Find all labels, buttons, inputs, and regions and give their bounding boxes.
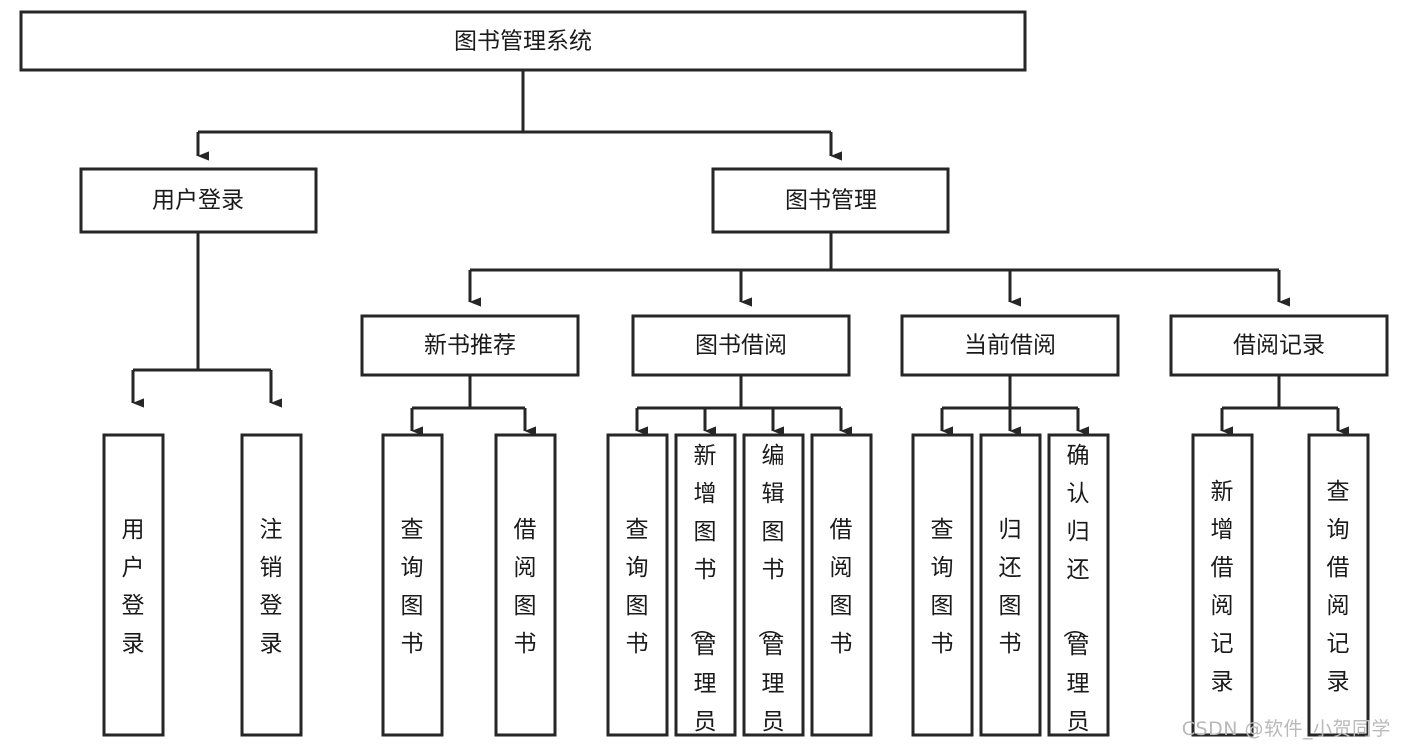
leaf-borrow-book-1[interactable]: 借阅图书 xyxy=(494,433,557,737)
leaf-user-logout-label: 注销登录 xyxy=(260,517,283,657)
leaf-query-book-3-label: 查询图书 xyxy=(931,517,954,657)
leaf-query-book-2[interactable]: 查询图书 xyxy=(606,433,669,737)
leaf-query-book-2-label: 查询图书 xyxy=(626,517,649,657)
connector-currentborrow-to-leaves xyxy=(940,375,1089,436)
leaf-user-logout[interactable]: 注销登录 xyxy=(240,433,303,737)
connector-bookmanage-to-level3 xyxy=(468,232,1290,307)
leaf-query-book-1-label: 查询图书 xyxy=(401,517,424,657)
node-book-borrow-label: 图书借阅 xyxy=(695,333,787,359)
connector-borrowrecord-to-leaves xyxy=(1220,375,1349,436)
leaf-confirm-return[interactable]: 确认归还（管理员） xyxy=(1047,433,1110,747)
leaf-borrow-book-2-label: 借阅图书 xyxy=(830,517,853,657)
leaf-borrow-book-1-label: 借阅图书 xyxy=(514,517,537,657)
leaf-return-book-label: 归还图书 xyxy=(999,517,1022,657)
connector-root-to-level2 xyxy=(196,70,842,161)
node-book-borrow[interactable]: 图书借阅 xyxy=(631,314,851,377)
node-root-label: 图书管理系统 xyxy=(454,29,592,55)
csdn-watermark: CSDN @软件_小贺同学 xyxy=(1181,718,1391,740)
node-new-book-recommend-label: 新书推荐 xyxy=(424,333,516,359)
leaf-user-login[interactable]: 用户登录 xyxy=(102,433,165,737)
connector-userlogin-to-leaves xyxy=(131,232,282,408)
leaf-query-book-3[interactable]: 查询图书 xyxy=(911,433,974,737)
node-current-borrow-label: 当前借阅 xyxy=(964,333,1056,359)
leaf-query-record[interactable]: 查询借阅记录 xyxy=(1307,433,1370,737)
node-root[interactable]: 图书管理系统 xyxy=(19,10,1027,72)
leaf-return-book[interactable]: 归还图书 xyxy=(979,433,1042,737)
leaf-add-record[interactable]: 新增借阅记录 xyxy=(1191,433,1254,737)
leaf-user-login-label: 用户登录 xyxy=(122,517,145,657)
connector-bookborrow-to-leaves xyxy=(635,375,852,436)
node-user-login[interactable]: 用户登录 xyxy=(79,167,318,234)
leaf-add-book-label: 新增图书（管理员） xyxy=(688,443,717,747)
node-new-book-recommend[interactable]: 新书推荐 xyxy=(360,314,580,377)
node-book-manage[interactable]: 图书管理 xyxy=(711,167,950,234)
node-book-manage-label: 图书管理 xyxy=(785,188,877,214)
leaf-query-book-1[interactable]: 查询图书 xyxy=(381,433,444,737)
leaf-edit-book-label: 编辑图书（管理员） xyxy=(756,443,785,747)
connector-newbook-to-leaves xyxy=(410,375,536,436)
leaf-add-book[interactable]: 新增图书（管理员） xyxy=(674,433,737,747)
leaf-borrow-book-2[interactable]: 借阅图书 xyxy=(810,433,873,737)
leaf-edit-book[interactable]: 编辑图书（管理员） xyxy=(742,433,805,747)
node-borrow-record-label: 借阅记录 xyxy=(1233,333,1325,359)
leaf-query-record-label: 查询借阅记录 xyxy=(1327,479,1350,695)
node-borrow-record[interactable]: 借阅记录 xyxy=(1169,314,1389,377)
leaf-confirm-return-label: 确认归还（管理员） xyxy=(1061,443,1090,747)
node-current-borrow[interactable]: 当前借阅 xyxy=(900,314,1120,377)
leaf-add-record-label: 新增借阅记录 xyxy=(1211,479,1234,695)
node-user-login-label: 用户登录 xyxy=(152,188,244,214)
